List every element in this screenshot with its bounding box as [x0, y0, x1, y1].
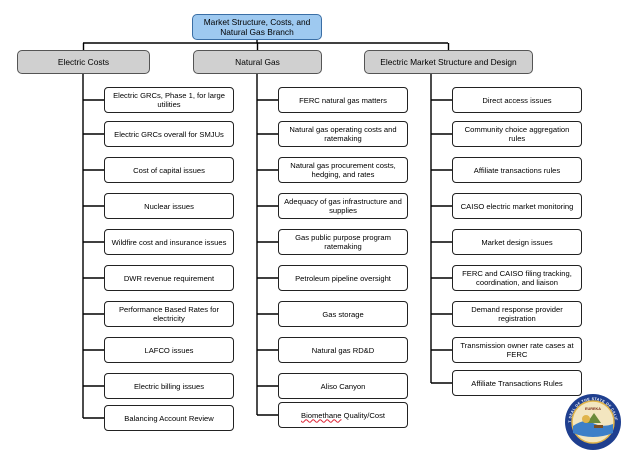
topic-box: Gas public purpose program ratemaking: [278, 229, 408, 255]
topic-label: Market design issues: [481, 237, 553, 247]
topic-label: Cost of capital issues: [133, 165, 205, 175]
topic-label: Performance Based Rates for electricity: [118, 305, 220, 323]
topic-box: Transmission owner rate cases at FERC: [452, 337, 582, 363]
topic-box: CAISO electric market monitoring: [452, 193, 582, 219]
topic-label: Natural gas RD&D: [311, 345, 375, 355]
topic-label: Transmission owner rate cases at FERC: [460, 341, 574, 359]
topic-label: Biomethane Quality/Cost: [301, 410, 385, 420]
topic-box: Affiliate Transactions Rules: [452, 370, 582, 396]
topic-label: Wildfire cost and insurance issues: [111, 237, 227, 247]
topic-label: Electric GRCs overall for SMJUs: [114, 129, 224, 139]
topic-label: Petroleum pipeline oversight: [295, 273, 391, 283]
topic-box: Electric GRCs, Phase 1, for large utilit…: [104, 87, 234, 113]
topic-box: Gas storage: [278, 301, 408, 327]
topic-box: LAFCO issues: [104, 337, 234, 363]
topic-box: Demand response provider registration: [452, 301, 582, 327]
column-heading-1: Electric Costs: [17, 50, 150, 74]
topic-label: Aliso Canyon: [320, 381, 366, 391]
topic-box: Petroleum pipeline oversight: [278, 265, 408, 291]
topic-label: Electric GRCs, Phase 1, for large utilit…: [113, 91, 225, 109]
topic-box: Affiliate transactions rules: [452, 157, 582, 183]
column-heading-3: Electric Market Structure and Design: [364, 50, 533, 74]
topic-box: Direct access issues: [452, 87, 582, 113]
topic-box: FERC and CAISO filing tracking, coordina…: [452, 265, 582, 291]
topic-label: Balancing Account Review: [124, 413, 214, 423]
column-heading-label: Electric Market Structure and Design: [380, 56, 517, 67]
topic-box: Community choice aggregation rules: [452, 121, 582, 147]
topic-label: Demand response provider registration: [471, 305, 563, 323]
topic-box: Adequacy of gas infrastructure and suppl…: [278, 193, 408, 219]
topic-box: Cost of capital issues: [104, 157, 234, 183]
column-heading-label: Electric Costs: [57, 56, 110, 67]
topic-label: FERC and CAISO filing tracking, coordina…: [462, 269, 572, 287]
topic-box: Electric GRCs overall for SMJUs: [104, 121, 234, 147]
topic-box: Balancing Account Review: [104, 405, 234, 431]
topic-label: CAISO electric market monitoring: [460, 201, 574, 211]
topic-label: Natural gas operating costs and ratemaki…: [289, 125, 397, 143]
topic-label: Adequacy of gas infrastructure and suppl…: [284, 197, 402, 215]
california-state-seal: EUREKA GREAT SEAL OF THE STATE OF CALIFO…: [564, 393, 621, 450]
topic-box: Performance Based Rates for electricity: [104, 301, 234, 327]
connector-lines: [82, 40, 452, 419]
topic-box: Natural gas procurement costs, hedging, …: [278, 157, 408, 183]
topic-box: Electric billing issues: [104, 373, 234, 399]
topic-label: LAFCO issues: [144, 345, 194, 355]
topic-box: Biomethane Quality/Cost: [278, 402, 408, 428]
topic-label: Electric billing issues: [133, 381, 205, 391]
topic-label: FERC natural gas matters: [299, 95, 387, 105]
topic-label: Natural gas procurement costs, hedging, …: [290, 161, 396, 179]
topic-label: Nuclear issues: [144, 201, 194, 211]
topic-box: DWR revenue requirement: [104, 265, 234, 291]
topic-label: DWR revenue requirement: [123, 273, 215, 283]
topic-box: Market design issues: [452, 229, 582, 255]
topic-label: Direct access issues: [482, 95, 552, 105]
topic-label: Affiliate transactions rules: [473, 165, 561, 175]
topic-box: Natural gas RD&D: [278, 337, 408, 363]
column-heading-label: Natural Gas: [235, 56, 280, 67]
topic-box: Aliso Canyon: [278, 373, 408, 399]
topic-box: FERC natural gas matters: [278, 87, 408, 113]
topic-label: Gas storage: [322, 309, 364, 319]
topic-box: Nuclear issues: [104, 193, 234, 219]
topic-label: Affiliate Transactions Rules: [471, 378, 563, 388]
column-heading-2: Natural Gas: [193, 50, 322, 74]
branch-title-box: Market Structure, Costs, and Natural Gas…: [192, 14, 322, 40]
topic-box: Wildfire cost and insurance issues: [104, 229, 234, 255]
topic-box: Natural gas operating costs and ratemaki…: [278, 121, 408, 147]
seal-motto: EUREKA: [585, 407, 601, 411]
topic-label: Gas public purpose program ratemaking: [295, 233, 391, 251]
branch-title: Market Structure, Costs, and Natural Gas…: [203, 17, 311, 37]
topic-label: Community choice aggregation rules: [464, 125, 570, 143]
